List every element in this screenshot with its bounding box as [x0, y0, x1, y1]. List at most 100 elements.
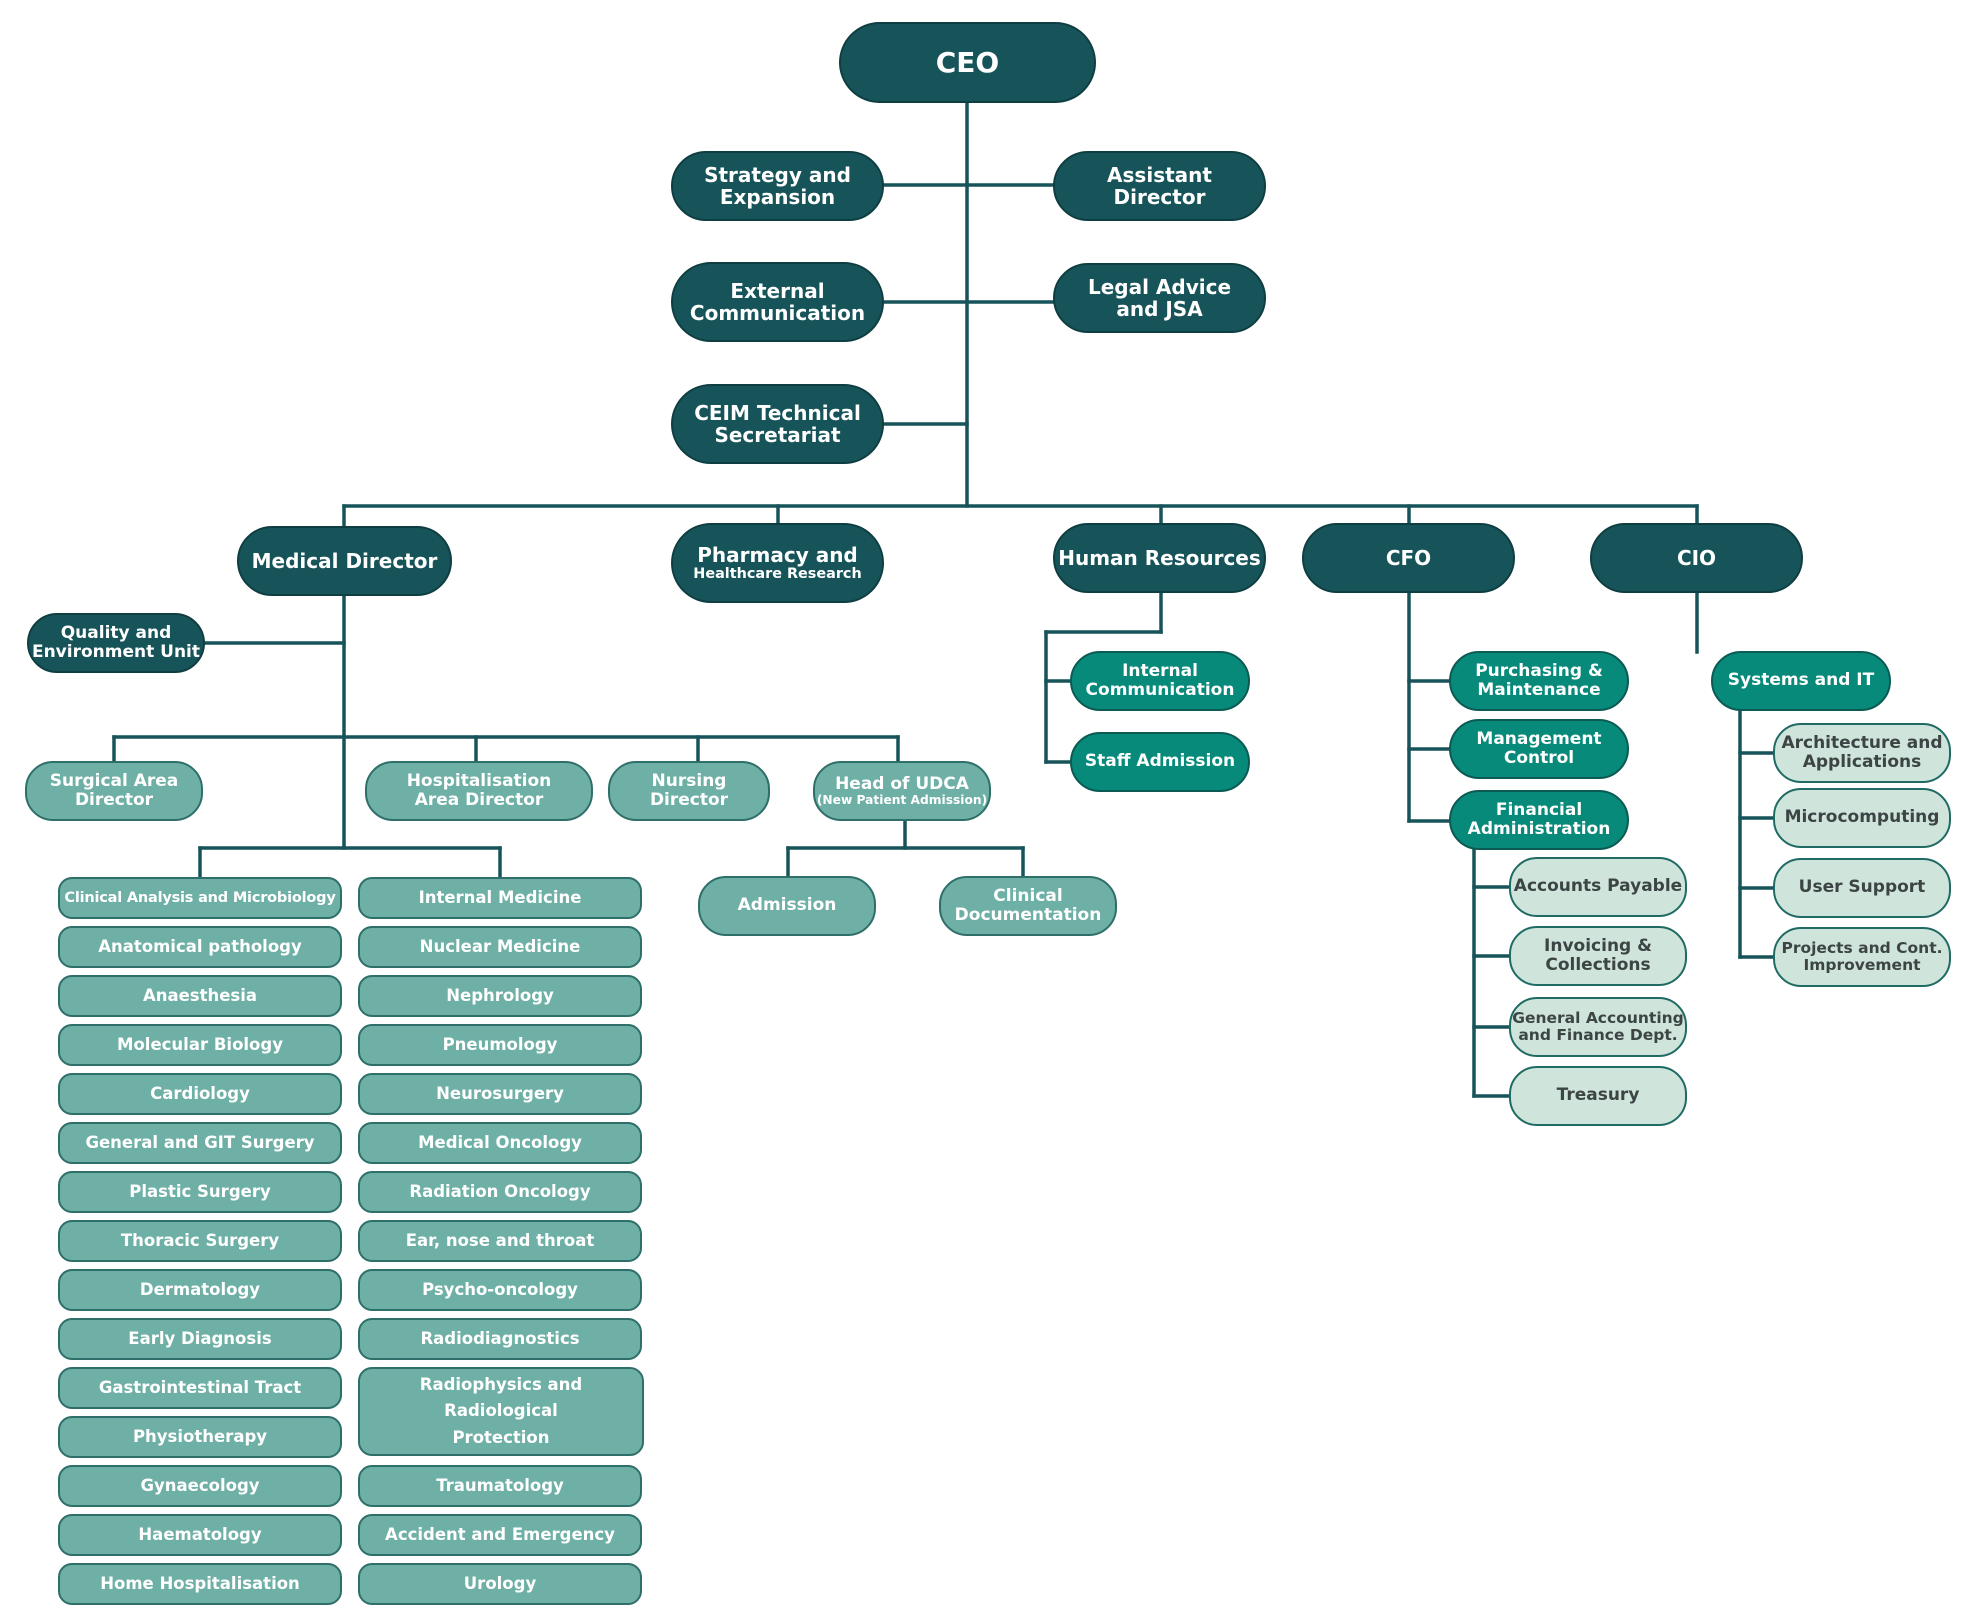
node-head-of-udca: Head of UDCA (New Patient Admission) — [813, 761, 991, 821]
dept-dermatology: Dermatology — [58, 1269, 342, 1311]
dept-radiation-oncology: Radiation Oncology — [358, 1171, 642, 1213]
dept-haematology: Haematology — [58, 1514, 342, 1556]
node-purchasing-maintenance: Purchasing & Maintenance — [1449, 651, 1629, 711]
node-treasury: Treasury — [1509, 1066, 1687, 1126]
node-label: Psycho-oncology — [422, 1279, 578, 1299]
dept-nephrology: Nephrology — [358, 975, 642, 1017]
node-label: Dermatology — [139, 1279, 261, 1299]
dept-molecular-biology: Molecular Biology — [58, 1024, 342, 1066]
node-label: Financial — [1495, 799, 1583, 820]
node-label: Ear, nose and throat — [405, 1230, 595, 1250]
node-label: Nephrology — [446, 985, 554, 1005]
node-label: Strategy and — [704, 162, 851, 187]
node-label: Environment Unit — [31, 642, 201, 662]
dept-accident-emergency: Accident and Emergency — [358, 1514, 642, 1556]
node-label: Director — [649, 790, 729, 810]
dept-early-diagnosis: Early Diagnosis — [58, 1318, 342, 1360]
node-label: Documentation — [954, 905, 1102, 925]
node-label: Quality and — [60, 622, 172, 643]
node-label: Legal Advice — [1087, 274, 1232, 299]
node-cio: CIO — [1590, 523, 1803, 593]
node-label: Medical Oncology — [418, 1132, 582, 1152]
node-label: Clinical Analysis and Microbiology — [64, 889, 336, 906]
node-label: Pneumology — [442, 1034, 558, 1054]
node-label: Area Director — [414, 790, 544, 810]
node-label: Internal — [1122, 660, 1198, 681]
node-management-control: Management Control — [1449, 719, 1629, 779]
node-label: Administration — [1467, 819, 1611, 839]
dept-neurosurgery: Neurosurgery — [358, 1073, 642, 1115]
node-label: Systems and IT — [1727, 670, 1875, 691]
node-label: CFO — [1385, 545, 1432, 570]
node-label: Gynaecology — [140, 1475, 260, 1495]
node-label: Radiodiagnostics — [420, 1328, 580, 1348]
node-label: Plastic Surgery — [129, 1181, 271, 1201]
node-label: Treasury — [1556, 1085, 1640, 1106]
node-label: Invoicing & — [1544, 935, 1652, 956]
node-label: Communication — [689, 301, 866, 325]
node-general-accounting: General Accounting and Finance Dept. — [1509, 997, 1687, 1057]
dept-anaesthesia: Anaesthesia — [58, 975, 342, 1017]
dept-gastrointestinal-tract: Gastrointestinal Tract — [58, 1367, 342, 1409]
node-label: Director — [1113, 185, 1206, 209]
node-ceo: CEO — [839, 22, 1096, 103]
node-label: Communication — [1085, 680, 1235, 700]
node-admission: Admission — [698, 876, 876, 936]
node-label: Anaesthesia — [142, 985, 258, 1005]
node-label: Control — [1503, 748, 1575, 768]
node-label: Nuclear Medicine — [419, 936, 581, 956]
node-label: Secretariat — [714, 423, 841, 447]
node-label: Internal Medicine — [418, 887, 582, 907]
node-pharmacy: Pharmacy and Healthcare Research — [671, 523, 884, 603]
node-accounts-payable: Accounts Payable — [1509, 857, 1687, 917]
node-nursing-director: Nursing Director — [608, 761, 770, 821]
node-label: Purchasing & — [1475, 660, 1603, 681]
node-label: Improvement — [1803, 956, 1921, 974]
node-label: and JSA — [1116, 297, 1203, 321]
node-medical-director: Medical Director — [237, 526, 452, 596]
node-label: Neurosurgery — [436, 1083, 564, 1103]
node-label: Applications — [1802, 752, 1922, 772]
dept-anatomical-pathology: Anatomical pathology — [58, 926, 342, 968]
node-label: Projects and Cont. — [1781, 938, 1943, 957]
node-label: Clinical — [993, 885, 1063, 906]
dept-general-git-surgery: General and GIT Surgery — [58, 1122, 342, 1164]
node-human-resources: Human Resources — [1053, 523, 1266, 593]
node-cfo: CFO — [1302, 523, 1515, 593]
node-label: Gastrointestinal Tract — [98, 1377, 302, 1397]
dept-thoracic-surgery: Thoracic Surgery — [58, 1220, 342, 1262]
node-label: Pharmacy and — [697, 542, 858, 567]
node-microcomputing: Microcomputing — [1773, 788, 1951, 848]
dept-radiophysics-radiological-protection: Radiophysics and Radiological Protection — [358, 1367, 644, 1456]
node-architecture-applications: Architecture and Applications — [1773, 723, 1951, 783]
node-label: Microcomputing — [1784, 807, 1940, 828]
node-quality-environment-unit: Quality and Environment Unit — [27, 613, 205, 673]
dept-internal-medicine: Internal Medicine — [358, 877, 642, 919]
node-label: Management — [1476, 728, 1602, 749]
node-label: Accident and Emergency — [385, 1524, 615, 1544]
node-label: Admission — [737, 895, 837, 916]
node-label: (New Patient Admission) — [816, 792, 988, 807]
node-label: Healthcare Research — [693, 566, 862, 583]
node-label: Molecular Biology — [117, 1034, 283, 1054]
node-label: Medical Director — [251, 548, 438, 573]
node-label: CIO — [1676, 545, 1717, 570]
node-strategy-and-expansion: Strategy and Expansion — [671, 151, 884, 221]
dept-ear-nose-throat: Ear, nose and throat — [358, 1220, 642, 1262]
node-label: Radiophysics and Radiological Protection — [419, 1374, 583, 1447]
node-label: External — [730, 278, 825, 303]
node-label: Collections — [1545, 955, 1651, 975]
node-label: Nursing — [651, 770, 727, 791]
dept-psycho-oncology: Psycho-oncology — [358, 1269, 642, 1311]
node-assistant-director: Assistant Director — [1053, 151, 1266, 221]
node-label: Physiotherapy — [132, 1426, 268, 1446]
node-label: Surgical Area — [49, 770, 179, 791]
node-label: Accounts Payable — [1513, 876, 1683, 897]
node-hospitalisation-area-director: Hospitalisation Area Director — [365, 761, 593, 821]
dept-pneumology: Pneumology — [358, 1024, 642, 1066]
node-label: CEO — [935, 45, 1000, 79]
node-invoicing-collections: Invoicing & Collections — [1509, 926, 1687, 986]
node-label: Maintenance — [1477, 680, 1601, 700]
dept-urology: Urology — [358, 1563, 642, 1605]
